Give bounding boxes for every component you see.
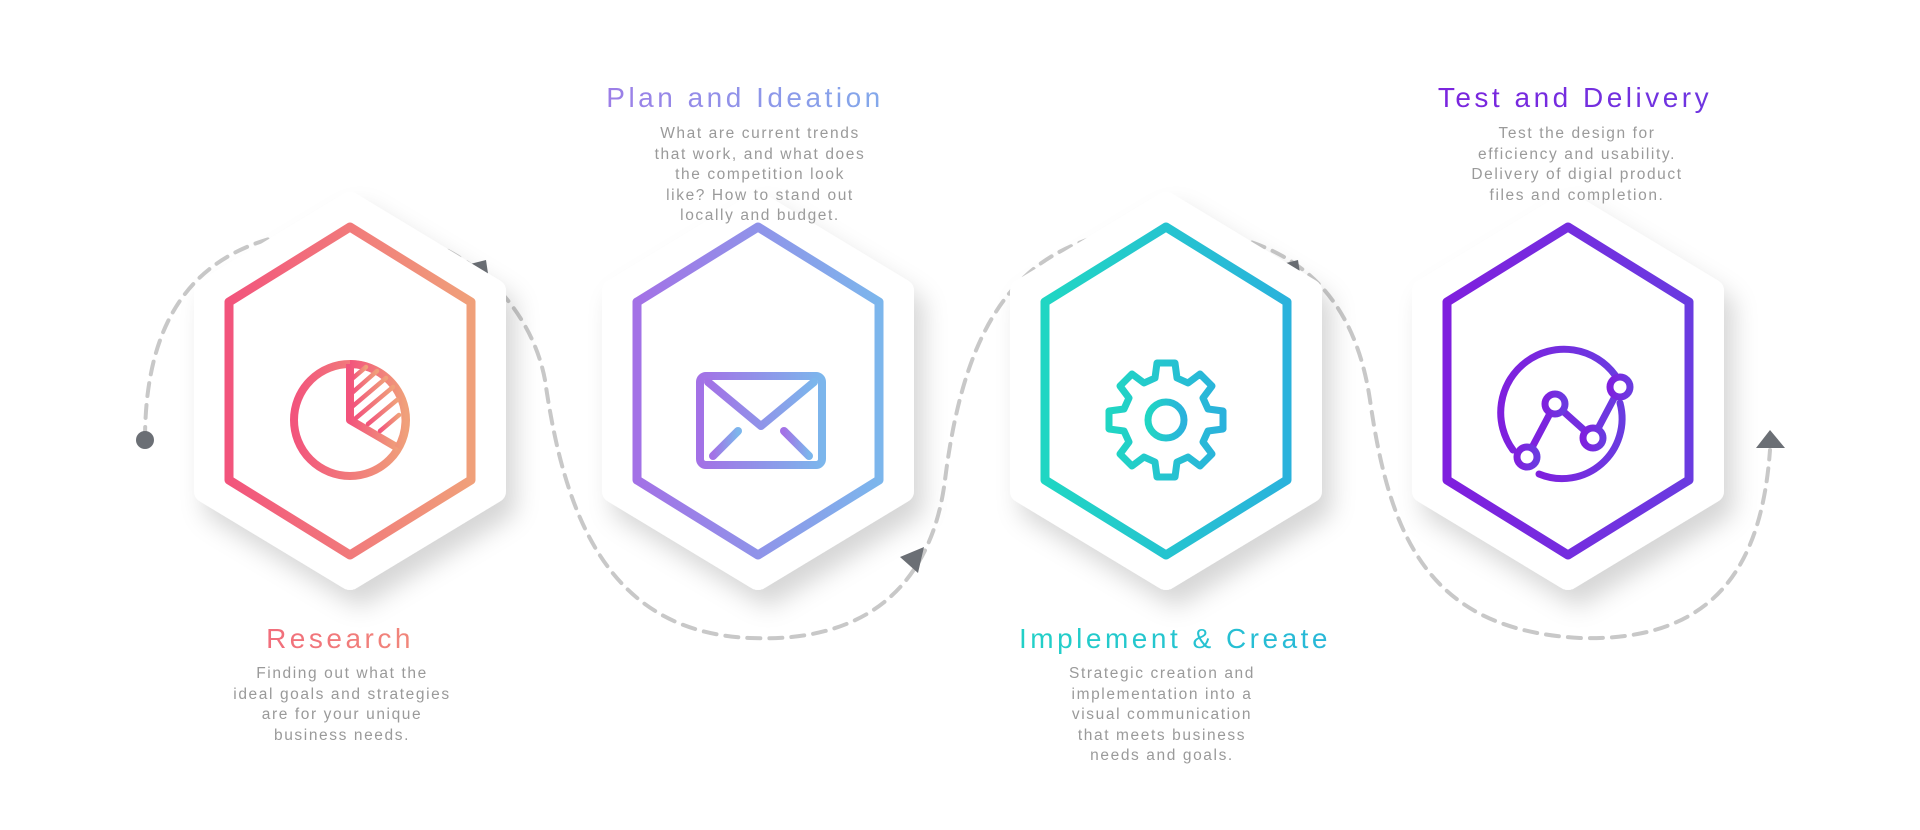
step-test-hexagon bbox=[1412, 192, 1724, 590]
research-description-line: are for your unique bbox=[261, 706, 423, 723]
research-description-line: Finding out what the bbox=[256, 665, 428, 682]
connector-arrow-2 bbox=[900, 547, 924, 573]
test-description: Test the design for efficiency and usabi… bbox=[1427, 124, 1727, 206]
plan-description-line: locally and budget. bbox=[680, 207, 840, 224]
research-description: Finding out what the ideal goals and str… bbox=[192, 664, 492, 746]
connector-start-dot bbox=[136, 431, 154, 449]
implement-description-line: implementation into a bbox=[1071, 685, 1253, 703]
line-graph-icon bbox=[1497, 345, 1634, 483]
test-description-line: efficiency and usability. bbox=[1478, 145, 1676, 163]
plan-description: What are current trends that work, and w… bbox=[610, 124, 910, 227]
implement-title: Implement & Create bbox=[955, 622, 1395, 656]
test-title: Test and Delivery bbox=[1355, 81, 1795, 115]
test-description-line: Delivery of digial product bbox=[1471, 166, 1683, 183]
implement-description: Strategic creation and implementation in… bbox=[1012, 664, 1312, 767]
implement-description-line: needs and goals. bbox=[1090, 747, 1234, 764]
plan-title: Plan and Ideation bbox=[525, 81, 965, 115]
research-title: Research bbox=[120, 622, 560, 656]
plan-description-line: the competition look bbox=[675, 166, 845, 183]
plan-description-line: like? How to stand out bbox=[666, 186, 854, 204]
step-implement-hexagon bbox=[1010, 192, 1322, 590]
step-plan-hexagon bbox=[602, 192, 914, 590]
test-description-line: files and completion. bbox=[1489, 186, 1665, 204]
implement-description-line: visual communication bbox=[1071, 706, 1253, 723]
pie-chart-icon bbox=[290, 360, 410, 480]
implement-description-line: that meets business bbox=[1077, 726, 1247, 744]
plan-description-line: that work, and what does bbox=[654, 145, 866, 163]
plan-description-line: What are current trends bbox=[660, 125, 860, 142]
gear-icon bbox=[1105, 359, 1227, 481]
envelope-icon bbox=[696, 372, 826, 469]
implement-description-line: Strategic creation and bbox=[1069, 665, 1255, 682]
research-description-line: ideal goals and strategies bbox=[233, 685, 451, 703]
test-description-line: Test the design for bbox=[1498, 125, 1656, 142]
research-description-line: business needs. bbox=[273, 726, 411, 744]
connector-arrow-4 bbox=[1756, 430, 1785, 448]
